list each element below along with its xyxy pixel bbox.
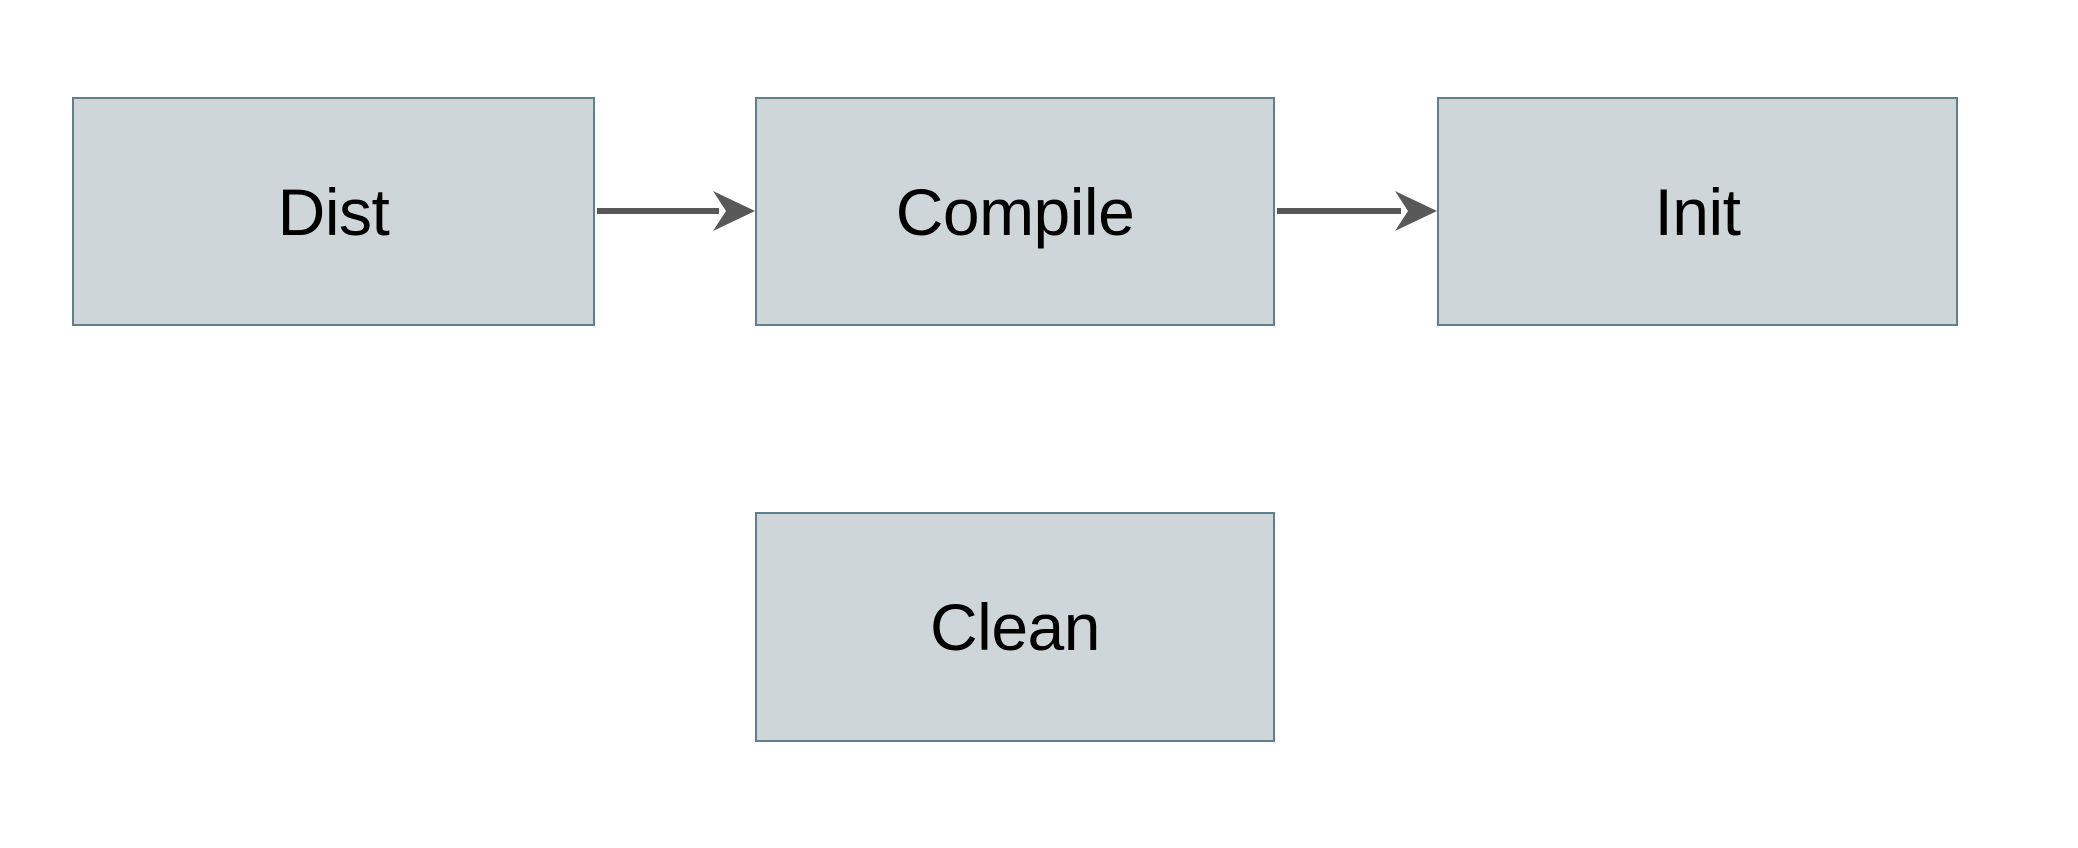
edge-compile-to-init[interactable]: [1277, 191, 1437, 232]
edge-arrowhead: [1395, 191, 1437, 231]
node-init-label: Init: [1654, 174, 1741, 249]
node-clean-label: Clean: [930, 590, 1100, 664]
node-dist[interactable]: Dist: [72, 97, 595, 326]
node-init[interactable]: Init: [1437, 97, 1958, 326]
node-compile[interactable]: Compile: [755, 97, 1275, 326]
node-clean[interactable]: Clean: [755, 512, 1275, 742]
node-compile-label: Compile: [895, 174, 1135, 249]
edge-dist-to-compile[interactable]: [597, 191, 755, 232]
node-dist-label: Dist: [277, 174, 390, 249]
edge-arrowhead: [713, 191, 755, 231]
